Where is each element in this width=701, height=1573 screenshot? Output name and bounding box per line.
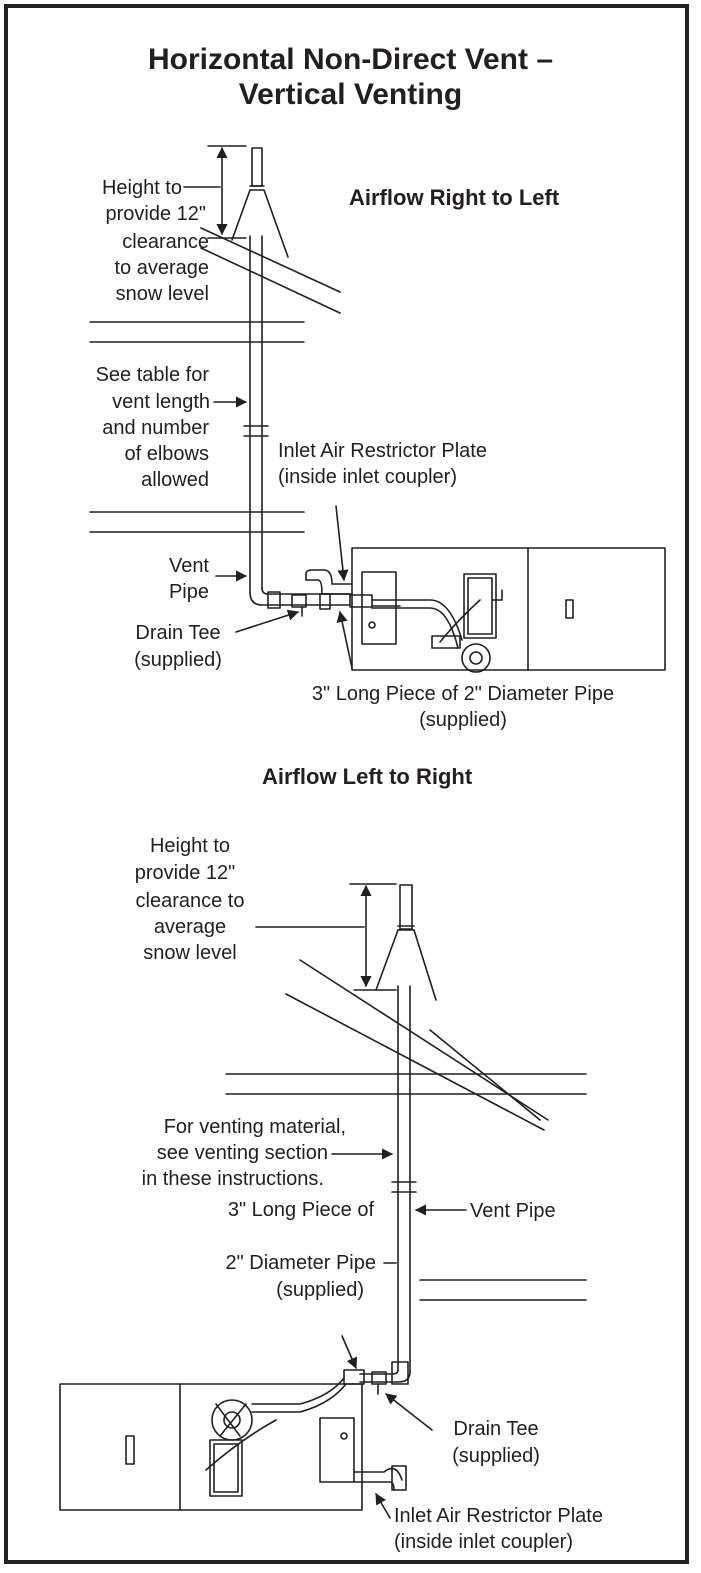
top-vent-pipe	[243, 235, 269, 593]
top-furnace	[305, 547, 666, 673]
bottom-drain-label-1: Drain Tee	[453, 1418, 539, 1440]
bottom-height-label-1: Height to	[149, 835, 231, 857]
top-table-label-2: vent length	[112, 391, 210, 413]
top-piece-label-2: (supplied)	[419, 709, 507, 731]
top-inlet-label-2: (inside inlet coupler)	[278, 466, 457, 488]
bottom-piece-label-2: 2" Diameter Pipe	[225, 1252, 377, 1274]
top-drain-label-2: (supplied)	[134, 649, 222, 671]
bottom-vent-cap	[375, 884, 437, 1001]
bottom-piece-label-1: 3" Long Piece of	[227, 1199, 374, 1221]
top-table-label-5: allowed	[141, 469, 209, 491]
bottom-elbow-and-horizontal	[343, 1361, 411, 1395]
bottom-piece-label-3: (supplied)	[276, 1279, 364, 1301]
diagram-frame	[4, 4, 689, 1564]
top-roof	[200, 227, 341, 314]
top-vent-label-1: Vent	[168, 555, 209, 577]
top-piece-label-1: 3" Long Piece of 2" Diameter Pipe	[311, 683, 615, 705]
top-height-label-2: provide 12"	[105, 203, 207, 225]
bottom-height-label-5: snow level	[143, 942, 237, 964]
title-line-2: Vertical Venting	[238, 78, 463, 111]
top-height-label-3: clearance	[122, 231, 209, 253]
top-vent-cap	[231, 147, 289, 258]
bottom-roof	[285, 959, 549, 1131]
heading-left-to-right: Airflow Left to Right	[262, 764, 473, 789]
top-elbow-and-horizontal	[249, 587, 373, 617]
bottom-leader-lines	[255, 883, 467, 1519]
top-drain-label-1: Drain Tee	[135, 622, 221, 644]
bottom-inlet-label-1: Inlet Air Restrictor Plate	[394, 1505, 603, 1527]
top-ceiling-joists	[89, 321, 305, 533]
heading-right-to-left: Airflow Right to Left	[349, 185, 560, 210]
bottom-drain-label-2: (supplied)	[452, 1445, 540, 1467]
top-inlet-label-1: Inlet Air Restrictor Plate	[278, 440, 487, 462]
bottom-material-label-1: For venting material,	[163, 1116, 346, 1138]
bottom-height-label-2: provide 12"	[134, 862, 236, 884]
top-table-label-3: and number	[102, 417, 209, 439]
top-height-label-5: snow level	[115, 283, 209, 305]
bottom-vent-label: Vent Pipe	[470, 1200, 556, 1222]
bottom-inlet-label-2: (inside inlet coupler)	[394, 1531, 573, 1553]
top-table-label-1: See table for	[95, 364, 209, 386]
bottom-vent-pipe	[391, 985, 417, 1373]
bottom-ceiling-joists	[225, 1073, 587, 1301]
top-vent-label-2: Pipe	[168, 581, 209, 603]
top-height-label-1: Height to	[101, 177, 182, 199]
title-line-1: Horizontal Non-Direct Vent –	[147, 43, 554, 76]
top-leader-lines	[183, 145, 353, 669]
bottom-material-label-2: see venting section	[156, 1142, 328, 1164]
bottom-height-label-3: clearance to	[135, 890, 245, 912]
top-height-label-4: to average	[114, 257, 209, 279]
bottom-material-label-3: in these instructions.	[141, 1168, 324, 1190]
bottom-height-label-4: average	[153, 916, 227, 938]
top-table-label-4: of elbows	[124, 443, 210, 465]
bottom-furnace	[59, 1377, 407, 1511]
